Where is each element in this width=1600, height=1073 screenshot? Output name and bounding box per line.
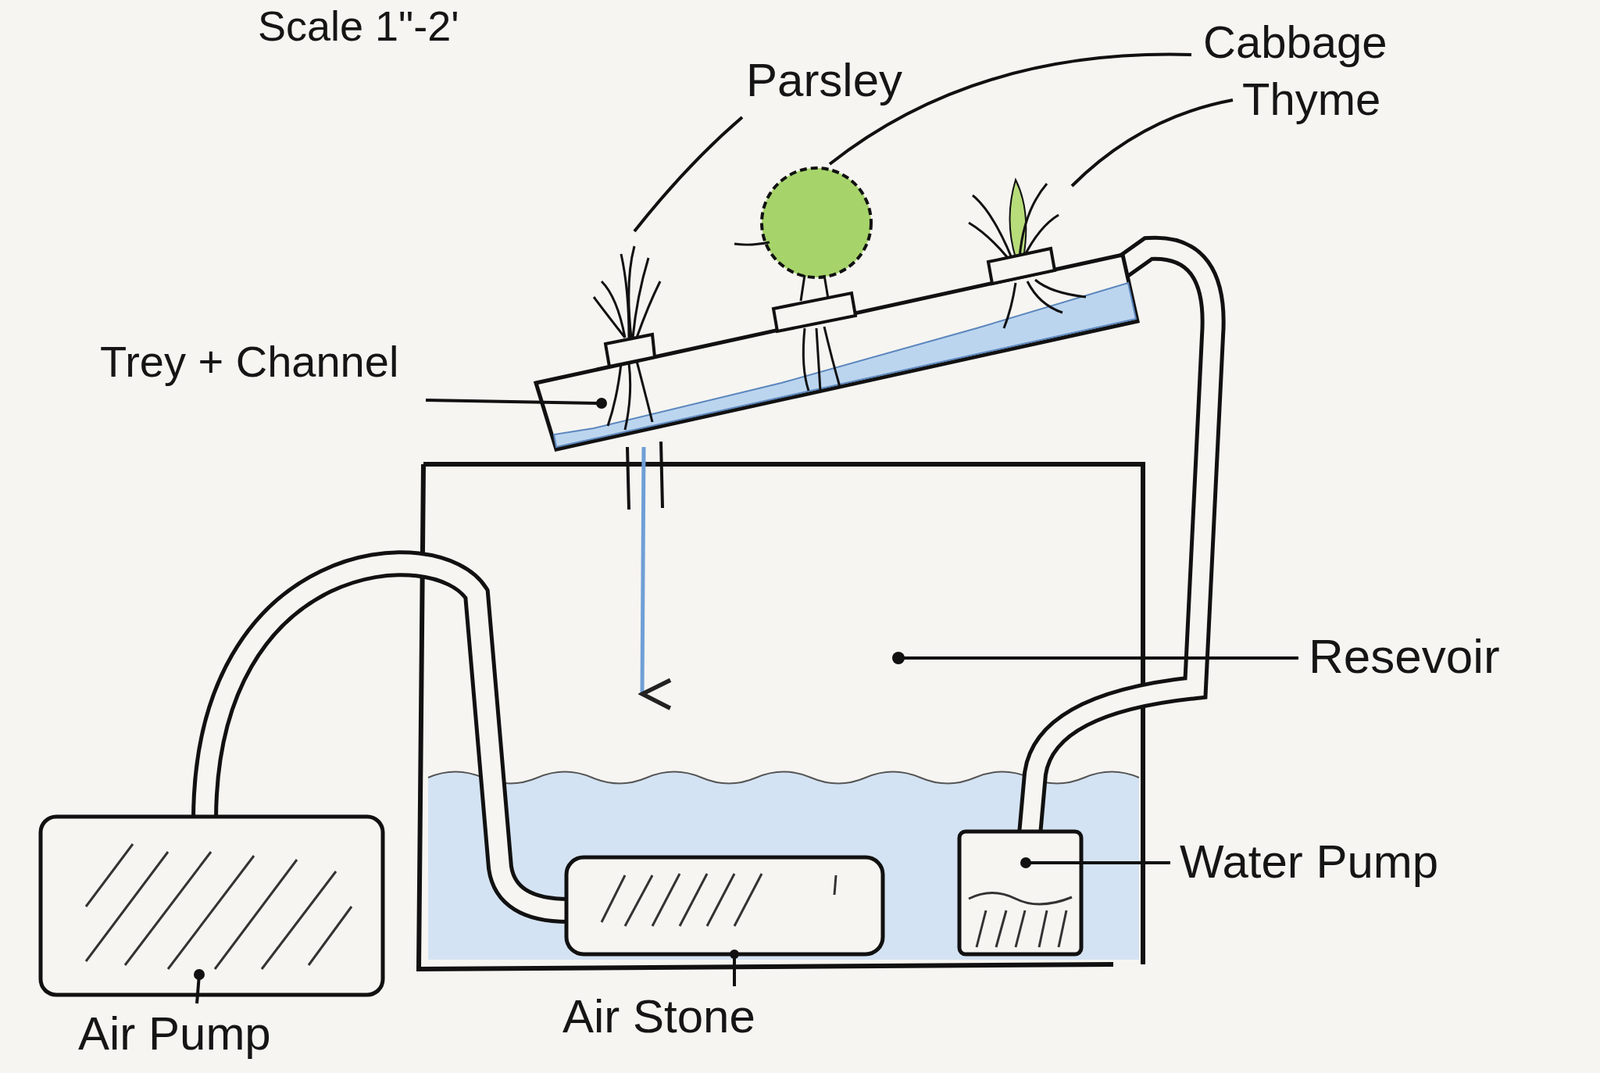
air-stone <box>566 857 883 954</box>
part-label: Air Pump <box>78 1007 272 1060</box>
return-flow-arrow <box>642 446 644 694</box>
part-label: Trey + Channel <box>100 337 399 386</box>
cabbage-plant <box>734 167 872 391</box>
part-label: Thyme <box>1242 74 1381 125</box>
thyme-plant <box>968 179 1086 329</box>
part-label: Resevoir <box>1308 629 1500 683</box>
parsley-plant <box>593 246 661 430</box>
net-cup <box>773 292 856 332</box>
water-pump <box>959 831 1082 954</box>
part-label: Parsley <box>746 54 903 107</box>
net-cup <box>988 248 1055 284</box>
part-label: Cabbage <box>1203 17 1387 68</box>
part-label: Air Stone <box>562 990 756 1043</box>
part-label: Scale 1"-2' <box>257 3 460 50</box>
channel-water <box>553 282 1136 447</box>
leader-lines <box>196 54 1299 1004</box>
leader-dots <box>193 397 1032 980</box>
air-pump <box>40 816 383 995</box>
part-label: Water Pump <box>1179 835 1439 888</box>
net-cup <box>605 334 655 367</box>
water-pump-hatch <box>968 892 1072 948</box>
air-pump-hatch <box>85 843 352 969</box>
air-stone-hatch <box>601 873 836 926</box>
